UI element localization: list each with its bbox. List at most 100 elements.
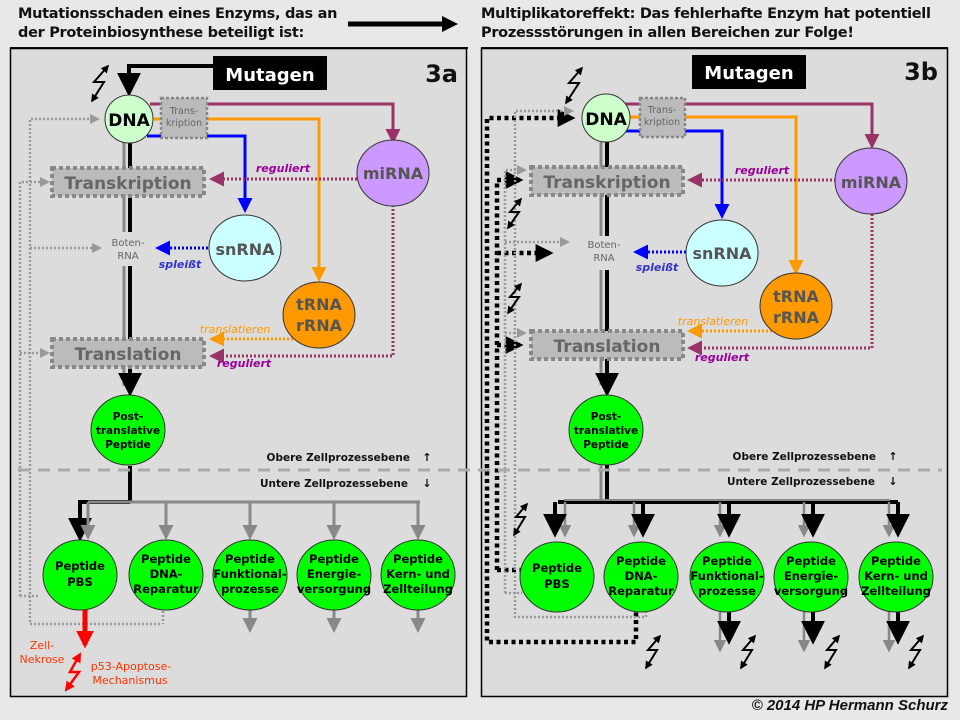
mirna-node	[834, 147, 908, 215]
snrna-node	[685, 219, 759, 287]
mirna-reguliert-translation-line	[687, 214, 874, 356]
peptide-label-l1: Peptide	[309, 552, 359, 566]
zell-nekrose-line2: Nekrose	[20, 653, 65, 666]
peptide-label-l2: Energie-	[307, 567, 361, 581]
feedback-dna-dotted	[513, 106, 648, 619]
peptide-ellipse	[212, 539, 288, 611]
mutagen-arrow	[117, 64, 213, 97]
header-right-text: Multiplikatoreffekt: Das fehlerhafte Enz…	[481, 5, 931, 43]
botenrna-bg	[106, 232, 150, 266]
dna-label: DNA	[585, 110, 627, 130]
trna-rrna-node	[282, 281, 356, 349]
mutagen-label: Mutagen	[225, 65, 314, 86]
arrow-up-icon: ↑	[422, 451, 431, 464]
dna-to-mirna-line	[150, 102, 401, 144]
mirna-node	[356, 139, 430, 207]
peptide-label-l1: Peptide	[393, 552, 443, 566]
panel-label: 3b	[904, 58, 938, 86]
posttranslative-line3: Peptide	[583, 439, 629, 451]
mutagen-box	[692, 55, 806, 89]
botenrna-bg	[582, 236, 626, 270]
lightning-icon	[824, 634, 841, 670]
peptide-label-l1: Peptide	[532, 561, 582, 575]
lightning-icon	[91, 64, 110, 103]
reguliert-bottom-label: reguliert	[217, 357, 272, 370]
transkription-label: Transkription	[64, 174, 191, 194]
rrna-label: rRNA	[773, 308, 820, 327]
peptide-label-l2: Funktional-	[213, 567, 287, 581]
botenrna-line2: RNA	[117, 251, 138, 262]
panel-3b: 3b Mutagen DNA	[480, 47, 949, 698]
obere-zellprozessebene-label: Obere Zellprozessebene	[267, 452, 410, 464]
feedback-dna-dotted	[28, 114, 160, 626]
dna-node	[104, 94, 154, 144]
peptide-ellipse	[128, 539, 204, 611]
red-lightning-icon	[64, 652, 82, 692]
posttranslative-line1: Post-	[113, 411, 144, 423]
lightning-icon	[507, 282, 523, 315]
p53-apoptose-line2: Mechanismus	[92, 674, 167, 687]
mutagen-box	[213, 56, 327, 90]
peptide-label-l3: Reparatur	[608, 584, 674, 598]
feedback-transkription-dotted	[503, 165, 527, 593]
mirna-label: miRNA	[841, 173, 902, 192]
reguliert-top-label: reguliert	[735, 164, 790, 177]
peptide-label-l3: Reparatur	[133, 582, 199, 596]
peptide-label-l2: Funktional-	[690, 569, 764, 583]
peptide-label-l1: Peptide	[616, 554, 666, 568]
peptide-label-l3: Zellteilung	[861, 584, 931, 598]
translatieren-label: translatieren	[678, 315, 749, 328]
peptide-label-l2: Energie-	[784, 569, 838, 583]
panel-label: 3a	[425, 60, 458, 88]
transkription-box	[529, 165, 685, 197]
peptide-label-l2: Kern- und	[386, 567, 450, 581]
dna-node	[581, 93, 631, 143]
lightning-icon	[645, 634, 662, 670]
peptide-label-l1: Peptide	[55, 559, 105, 573]
peptide-ellipse	[773, 541, 849, 613]
peptide-label-l3: versorgung	[774, 584, 848, 598]
posttranslative-node	[90, 394, 166, 466]
header-left-line1: Mutationsschaden eines Enzyms, das an	[18, 6, 338, 22]
peptide-ellipse	[603, 541, 679, 613]
peptide-label-l2: DNA-	[150, 567, 183, 581]
lightning-icon	[908, 634, 925, 670]
spleisst-label: spleißt	[159, 258, 202, 271]
translatieren-label: translatieren	[200, 323, 271, 336]
multiplier-loop-transkription	[494, 171, 524, 570]
header-right-line2: Prozessstörungen in allen Bereichen zur …	[481, 25, 854, 41]
botenrna-line2: RNA	[593, 253, 614, 264]
feedback-transkription-dotted	[18, 177, 50, 596]
peptide-label-l2: PBS	[67, 575, 92, 589]
lightning-icon	[565, 66, 584, 105]
transkription-small-box	[159, 96, 209, 140]
header-arrow-icon	[348, 16, 458, 32]
translation-box	[50, 337, 206, 369]
header-left-text: Mutationsschaden eines Enzyms, das an de…	[18, 5, 337, 43]
copyright: © 2014 HP Hermann Schurz	[751, 697, 948, 714]
spleisst-label: spleißt	[636, 261, 679, 274]
p53-apoptose-line1: p53-Apoptose-	[91, 660, 171, 673]
reguliert-bottom-label: reguliert	[695, 351, 750, 364]
snrna-label: snRNA	[692, 244, 752, 263]
zell-nekrose-line1: Zell-	[30, 639, 54, 652]
translation-label: Translation	[554, 337, 661, 357]
posttranslative-line2: translative	[574, 425, 638, 437]
peptide-ellipse	[858, 541, 934, 613]
trna-label: tRNA	[296, 295, 342, 314]
snrna-node	[208, 214, 282, 282]
peptide-label-l1: Peptide	[786, 554, 836, 568]
botenrna-line1: Boten-	[112, 238, 145, 249]
peptide-label-l3: prozesse	[221, 582, 279, 596]
translation-label: Translation	[75, 345, 182, 365]
transkription-small-line2: kription	[166, 118, 202, 129]
dna-label: DNA	[108, 111, 150, 131]
posttranslative-line2: translative	[96, 425, 160, 437]
